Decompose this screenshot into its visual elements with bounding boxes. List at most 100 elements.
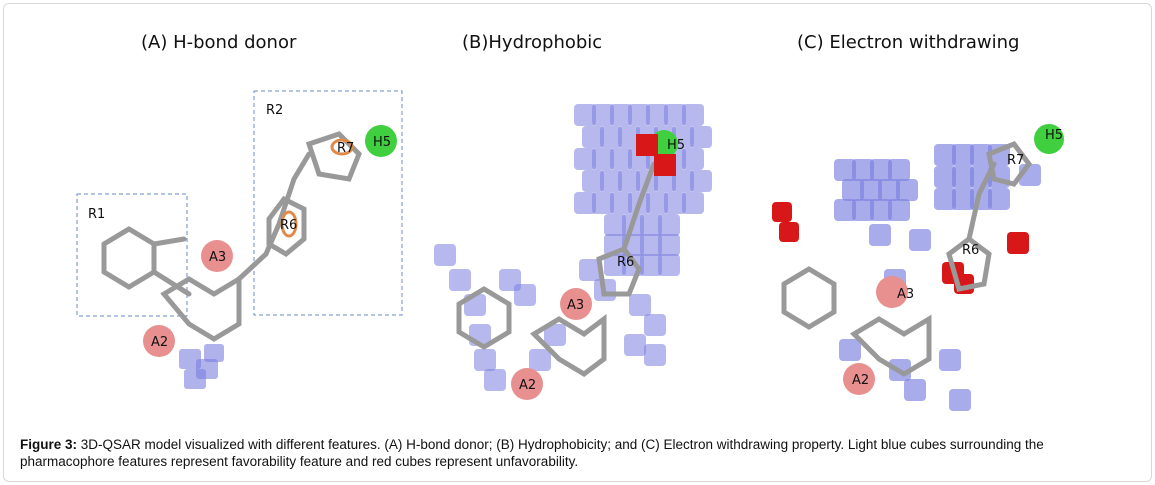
cube [610,148,632,170]
cube [592,148,614,170]
cube [690,170,712,192]
cube [970,144,992,166]
cube [592,192,614,214]
label-r7: R7 [337,141,354,156]
cube [896,179,918,201]
cube [579,259,601,281]
panel-a-title: (A) H-bond donor [141,32,297,53]
cube [842,179,864,201]
favorable-cubes-b [434,104,712,391]
cube [592,104,614,126]
cube [600,170,622,192]
c-label-r7: R7 [1007,153,1024,168]
cube [629,294,651,316]
cube [869,224,891,246]
cube [640,214,662,236]
cube [644,314,666,336]
cube [934,188,956,210]
c-label-h5: H5 [1045,128,1063,143]
cube [834,159,856,181]
cube [640,234,662,256]
cube [574,148,596,170]
cube [646,192,668,214]
label-r2: R2 [266,103,283,118]
cube [574,192,596,214]
cube [628,104,650,126]
favorable-cubes-c [834,144,1041,411]
cube [434,244,456,266]
cube [988,188,1010,210]
cube [949,389,971,411]
cube [934,144,956,166]
cube [574,104,596,126]
label-a3: A3 [209,250,226,265]
cube [1007,232,1029,254]
label-h5: H5 [373,135,391,150]
figure: (A) H-bond donor (B)Hydrophobic (C) Elec… [3,3,1152,482]
cube [909,229,931,251]
cube [870,159,892,181]
cube [664,104,686,126]
cube [779,222,799,242]
cube [952,166,974,188]
cube [618,126,640,148]
label-a2: A2 [151,335,168,350]
cube [682,192,704,214]
cube [852,159,874,181]
cube [618,170,640,192]
cube [640,254,662,276]
cube [600,126,622,148]
cube [952,144,974,166]
cube [582,126,604,148]
cube [852,199,874,221]
cube [888,199,910,221]
c-label-a3: A3 [897,287,914,302]
figure-caption: Figure 3: 3D-QSAR model visualized with … [20,436,1140,470]
molecule-graphics: R1 R2 A3 A2 R6 R7 H5 H5 A3 R6 A2 [76,90,1064,411]
cube [582,170,604,192]
cube [658,254,680,276]
cube [682,104,704,126]
b-label-r6: R6 [617,255,634,270]
cube [644,344,666,366]
caption-label: Figure 3: [20,437,78,452]
cube [904,379,926,401]
cube [672,170,694,192]
cube [870,199,892,221]
cube [939,349,961,371]
favorable-cubes-a [179,344,224,389]
cube [449,269,471,291]
cube [878,179,900,201]
cube [834,199,856,221]
label-r6: R6 [280,218,297,233]
cube [484,369,506,391]
acceptor-a2-sphere [143,325,175,357]
panel-b-title: (B)Hydrophobic [462,32,603,53]
cube [529,349,551,371]
b-label-a3: A3 [567,298,584,313]
cube [934,166,956,188]
cube [604,254,626,276]
label-r1: R1 [88,207,105,222]
cube [658,234,680,256]
cube [514,284,536,306]
cube [610,192,632,214]
hydrophobic-h5-sphere [365,125,397,157]
panel-c-title: (C) Electron withdrawing [797,32,1020,53]
cube [664,192,686,214]
cube [610,104,632,126]
b-label-a2: A2 [519,378,536,393]
r1-region-box [76,193,188,317]
cube [544,324,566,346]
cube [604,214,626,236]
cube [658,214,680,236]
cube [839,339,861,361]
cube [682,148,704,170]
cube [624,334,646,356]
cube [690,126,712,148]
cube [772,202,792,222]
r2-region-box [253,90,403,316]
b-label-h5: H5 [667,138,685,153]
c-label-r6: R6 [962,243,979,258]
cube [952,188,974,210]
